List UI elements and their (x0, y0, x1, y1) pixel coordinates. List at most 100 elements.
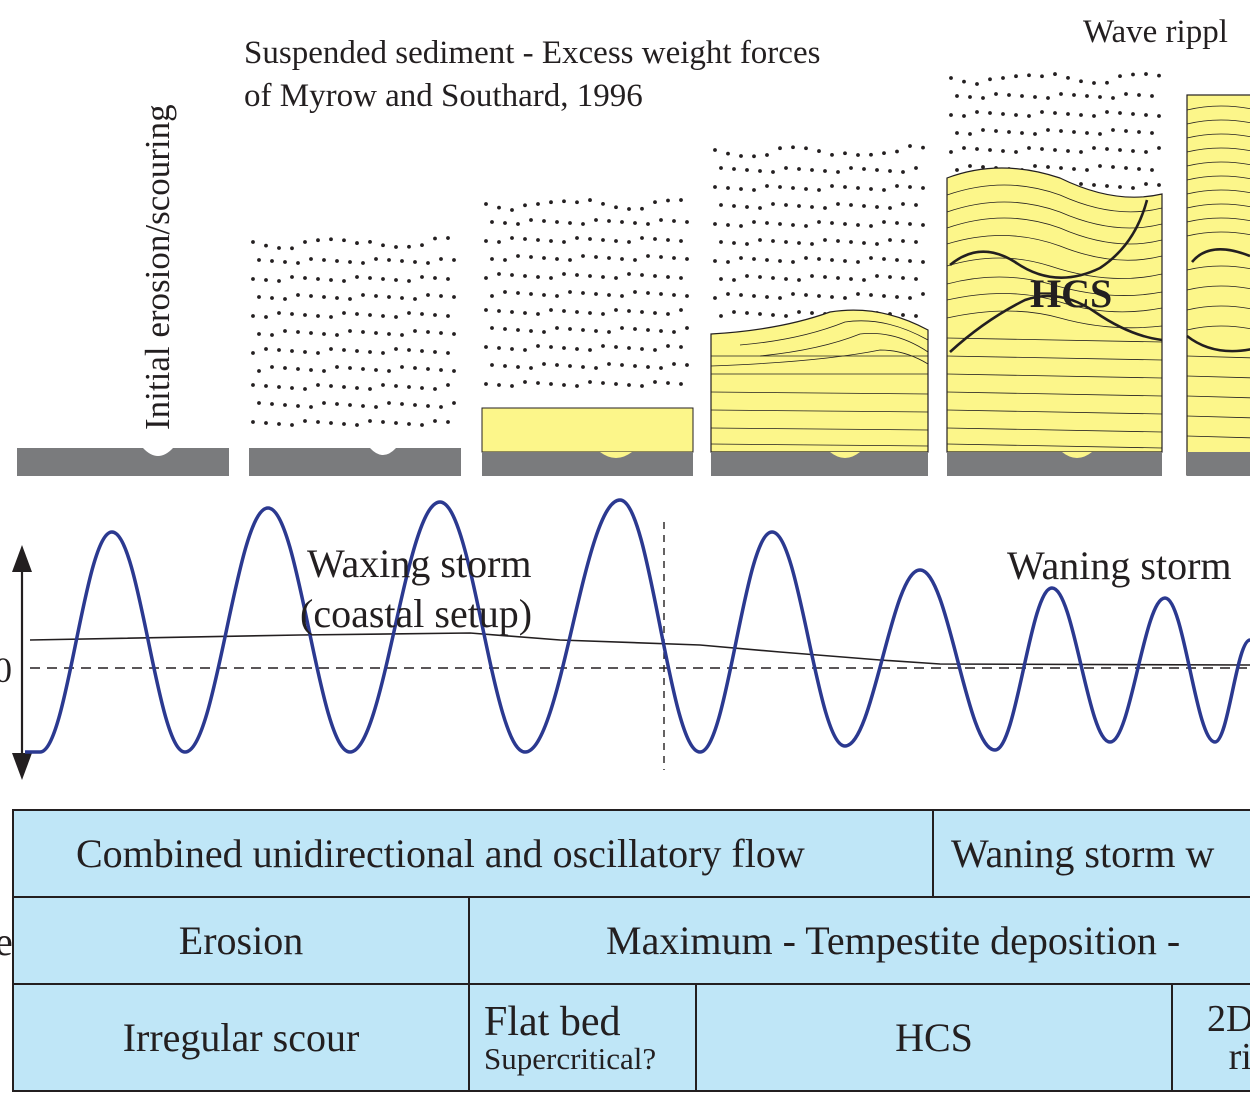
scour-fill (1062, 452, 1092, 458)
cell-erosion-text: Erosion (178, 918, 304, 963)
sediment-dot (914, 240, 918, 244)
sediment-dot (732, 310, 736, 314)
sediment-dot (549, 308, 553, 312)
sediment-dot (309, 331, 313, 335)
sediment-dot (1085, 94, 1089, 98)
sediment-dot (679, 239, 683, 243)
sediment-dot (719, 277, 723, 281)
sediment-dot (420, 243, 424, 248)
sediment-dot (685, 363, 689, 367)
sediment-dot (555, 363, 559, 367)
sediment-dot (484, 345, 488, 349)
sediment-dot (981, 128, 985, 132)
sediment-dot (914, 277, 918, 281)
cell-2d-ripples: 2D ri (1171, 983, 1250, 1092)
sediment-dot (342, 422, 346, 426)
sediment-dot (516, 328, 520, 332)
waning-storm-label: Waning storm (1007, 543, 1232, 588)
sediment-dot (329, 237, 333, 242)
sediment-dot (901, 313, 905, 317)
sediment-dot (778, 222, 782, 226)
sediment-dot (784, 240, 788, 244)
sediment-dot (257, 369, 261, 373)
sediment-dot (536, 275, 540, 279)
sediment-dot (685, 220, 689, 224)
sediment-dot (713, 185, 717, 189)
sediment-dot (368, 313, 372, 317)
sediment-dot (361, 330, 365, 334)
sediment-dot (601, 344, 605, 348)
sediment-dot (1105, 110, 1109, 114)
sediment-dot (433, 387, 437, 391)
sediment-dot (484, 382, 488, 386)
sediment-dot (875, 274, 879, 278)
sediment-dot (264, 243, 268, 248)
sediment-dot (355, 241, 359, 245)
sediment-dot (955, 168, 959, 172)
sediment-dot (895, 149, 899, 154)
sediment-dot (797, 310, 801, 314)
sediment-dot (342, 238, 346, 243)
sediment-dot (856, 260, 860, 264)
sediment-dot (290, 246, 294, 251)
sediment-dot (843, 185, 847, 189)
sediment-dot (381, 383, 385, 387)
sediment-dot (581, 365, 585, 369)
sediment-dot (908, 296, 912, 300)
sediment-dot (1001, 76, 1005, 80)
sediment-dot (381, 277, 385, 281)
zero-level-label: 0 (0, 650, 12, 690)
sediment-dot (503, 290, 507, 294)
sediment-dot (895, 258, 899, 262)
sediment-dot (542, 293, 546, 297)
sediment-dot (778, 146, 782, 151)
sediment-dot (594, 366, 598, 370)
sediment-dot (264, 347, 268, 351)
sediment-dot (765, 184, 769, 188)
sediment-dot (542, 256, 546, 260)
sediment-dot (908, 222, 912, 226)
sediment-dot (329, 278, 333, 282)
sediment-dot (251, 240, 255, 244)
cell-erosion: Erosion (12, 896, 470, 985)
sediment-dot (640, 206, 644, 211)
sediment-dot (875, 242, 879, 246)
sediment-dot (529, 292, 533, 296)
cell-hcs-text: HCS (895, 1015, 973, 1060)
sediment-dot (895, 295, 899, 299)
sediment-dot (921, 260, 925, 264)
sediment-dot (484, 239, 488, 243)
sediment-dot (614, 345, 618, 349)
sediment-dot (361, 404, 365, 408)
sediment-dot (594, 292, 598, 296)
cell-2d-ripples-line2: ri (1228, 1035, 1250, 1078)
cell-waning-storm: Waning storm w (932, 809, 1250, 898)
sediment-dot (843, 296, 847, 300)
sediment-dot (361, 293, 365, 297)
sediment-dot (778, 259, 782, 263)
hcs-label: HCS (1030, 271, 1113, 316)
sediment-dot (510, 208, 514, 212)
sediment-dot (322, 369, 326, 373)
panel-hummock-deposit (710, 144, 929, 476)
sediment-dot (568, 221, 572, 225)
sediment-dot (290, 423, 294, 427)
sediment-dot (394, 245, 398, 249)
sediment-dot (849, 166, 853, 170)
sediment-dot (270, 402, 274, 406)
sediment-dot (303, 276, 307, 280)
sediment-dot (882, 220, 886, 224)
sediment-dot (784, 314, 788, 318)
sediment-dot (752, 220, 756, 224)
sediment-dot (975, 82, 979, 86)
sediment-dot (739, 256, 743, 260)
sediment-dot (355, 386, 359, 390)
sediment-dot (1020, 94, 1024, 98)
sediment-dot (882, 294, 886, 298)
sediment-dot (316, 420, 320, 424)
sediment-dot (264, 421, 268, 425)
sediment-dot (407, 279, 411, 283)
sediment-dot (949, 76, 953, 80)
sediment-dot (1144, 150, 1148, 154)
sediment-dot (607, 293, 611, 297)
